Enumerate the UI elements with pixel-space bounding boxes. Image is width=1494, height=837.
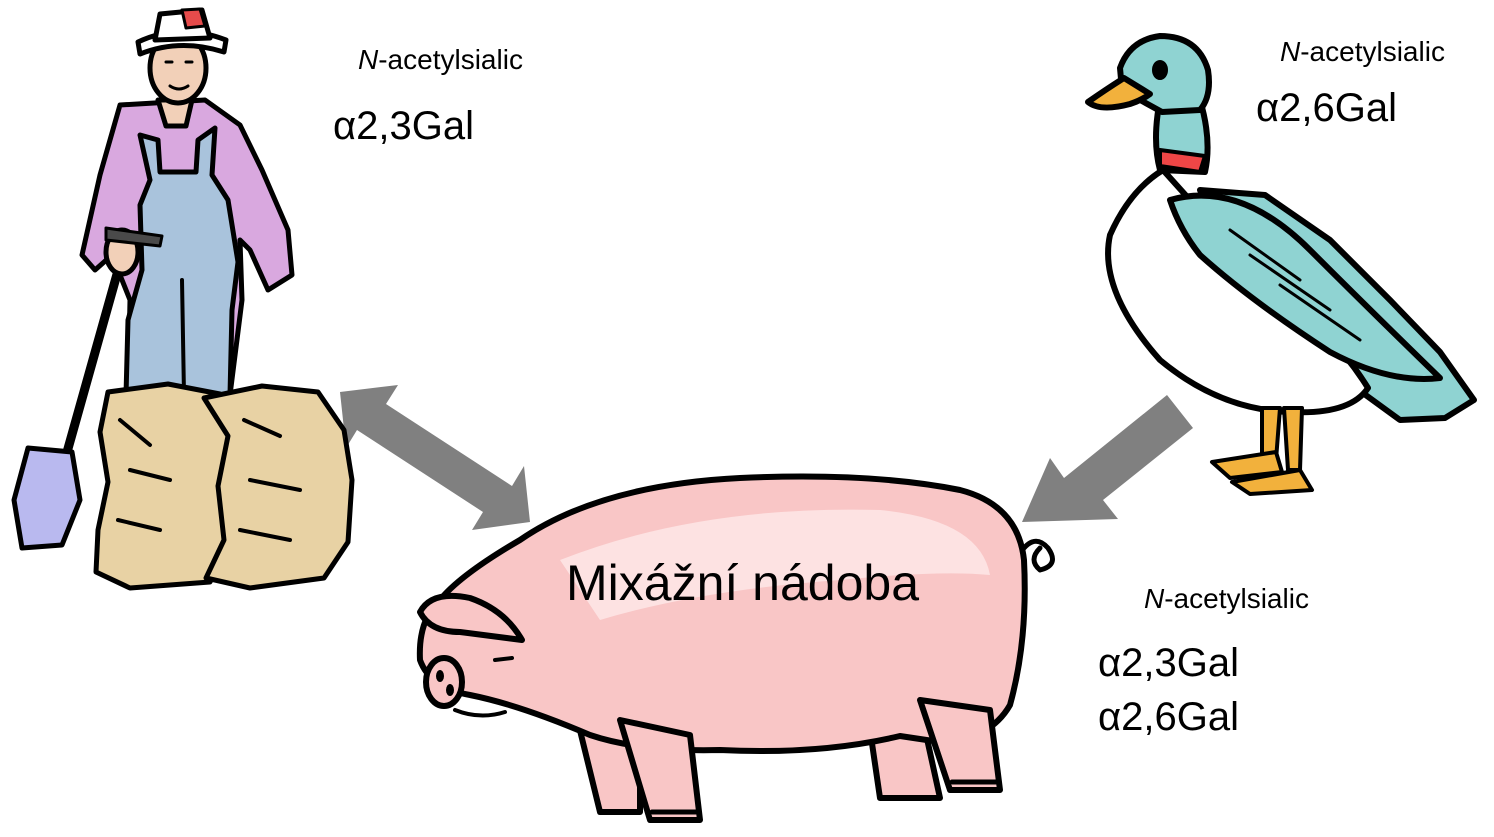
double-arrow-icon — [340, 385, 530, 530]
pig-linkage-1: α2,3Gal — [1098, 643, 1239, 683]
bird-receptor-prefix: N-acetylsialic — [1280, 38, 1445, 66]
pig-icon — [420, 477, 1053, 821]
pig-title: Mixážní nádoba — [566, 558, 919, 608]
pig-linkage-2: α2,6Gal — [1098, 697, 1239, 737]
bird-prefix-italic: N — [1280, 36, 1300, 67]
human-prefix-rest: -acetylsialic — [378, 44, 523, 75]
human-receptor-prefix: N-acetylsialic — [358, 46, 523, 74]
human-linkage: α2,3Gal — [333, 106, 474, 146]
human-prefix-italic: N — [358, 44, 378, 75]
bird-linkage: α2,6Gal — [1256, 88, 1397, 128]
pig-receptor-prefix: N-acetylsialic — [1144, 585, 1309, 613]
farmer-icon — [14, 9, 352, 588]
pig-prefix-rest: -acetylsialic — [1164, 583, 1309, 614]
bird-prefix-rest: -acetylsialic — [1300, 36, 1445, 67]
arrow-icon — [1022, 395, 1193, 522]
pig-prefix-italic: N — [1144, 583, 1164, 614]
